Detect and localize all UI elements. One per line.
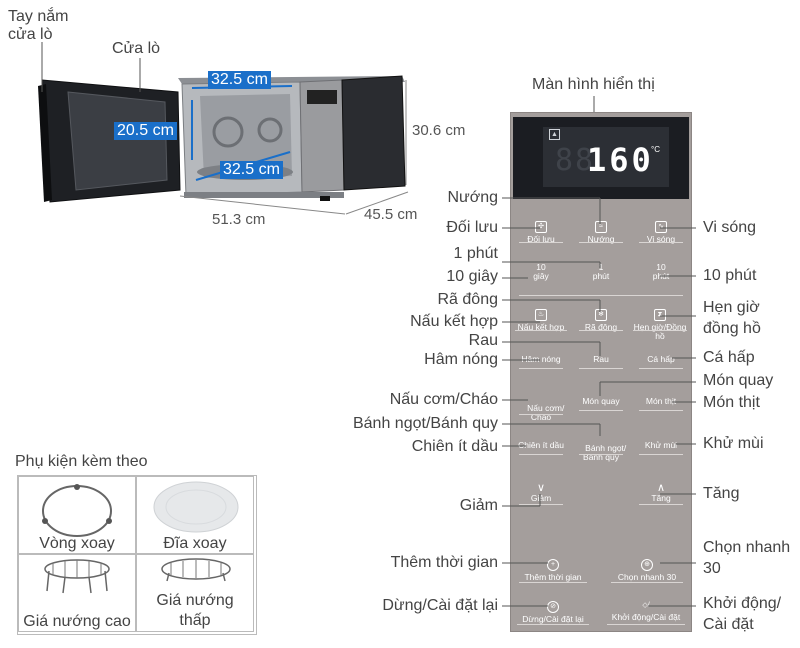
control-panel: ▲ 88 160 °C ✣ Đối lưu ≈ Nướng ∿ Vi sóng …: [510, 112, 692, 632]
btn-chien-it-dau[interactable]: Chiên ít dầu: [515, 441, 567, 455]
low-rack-icon: [161, 558, 231, 582]
accessories-grid: Vòng xoay Đĩa xoay Giá nướng cao Giá nướ…: [17, 475, 257, 635]
btn-giam[interactable]: ∨ Giảm: [515, 483, 567, 505]
wave-icon: ∿: [655, 221, 667, 233]
btn-nuong[interactable]: ≈ Nướng: [575, 221, 627, 244]
label-ca-hap: Cá hấp: [703, 349, 755, 366]
btn-tang[interactable]: ∧ Tăng: [635, 483, 687, 505]
quick-start-icon: ⊕: [641, 559, 653, 571]
label-chon-nhanh: Chọn nhanh 30: [703, 539, 791, 577]
grill-icon: ≈: [595, 221, 607, 233]
btn-nau-ket-hop[interactable]: ♨ Nấu kết hợp: [511, 309, 571, 332]
dim-outer-depth: 45.5 cm: [364, 206, 418, 223]
turntable-icon: [153, 481, 239, 533]
label-chien-it-dau: Chiên ít dầu: [411, 438, 498, 455]
label-nuong: Nướng: [447, 189, 498, 206]
accessory-low-rack: Giá nướng thấp: [136, 554, 254, 632]
display-screen: ▲ 88 160 °C: [513, 117, 689, 199]
label-dung: Dừng/Cài đặt lại: [382, 597, 498, 614]
display-icon: ▲: [549, 129, 560, 140]
btn-hen-gio[interactable]: ⧗ Hẹn giờ/Đồng hồ: [633, 309, 687, 341]
label-ra-dong: Rã đông: [437, 291, 499, 308]
btn-ham-nong[interactable]: Hâm nóng: [515, 355, 567, 369]
label-ham-nong: Hâm nóng: [424, 351, 498, 368]
chevron-up-icon: ∧: [656, 482, 666, 494]
dim-inner-width: 32.5 cm: [208, 71, 271, 89]
btn-mon-thit[interactable]: Món thịt: [635, 397, 687, 411]
chevron-down-icon: ∨: [536, 482, 546, 494]
btn-khu-mui[interactable]: Khử mùi: [635, 441, 687, 455]
dim-inner-depth: 32.5 cm: [220, 161, 283, 179]
btn-them-thoi-gian[interactable]: + Thêm thời gian: [515, 559, 591, 583]
display-label: Màn hình hiển thị: [532, 76, 655, 93]
door-window: [67, 91, 168, 191]
fan-icon: ✣: [535, 221, 547, 233]
btn-nau-com[interactable]: Nấu cơm/ Cháo: [515, 395, 567, 422]
door-label: Cửa lò: [112, 40, 161, 57]
defrost-icon: ❄: [595, 309, 607, 321]
label-nau-ket-hop: Nấu kết hợp: [410, 313, 498, 330]
label-giam: Giảm: [459, 497, 498, 514]
label-khu-mui: Khử mùi: [703, 435, 764, 452]
label-hen-gio: Hẹn giờ đồng hồ: [703, 299, 761, 337]
label-1-phut: 1 phút: [453, 245, 498, 262]
label-them-thoi-gian: Thêm thời gian: [390, 554, 498, 571]
btn-ra-dong[interactable]: ❄ Rã đông: [575, 309, 627, 332]
btn-khoi-dong[interactable]: ◇/ Khởi động/Cài đặt: [603, 601, 689, 625]
display-value: 160: [587, 141, 654, 179]
btn-mon-quay[interactable]: Món quay: [575, 397, 627, 411]
label-vi-song: Vi sóng: [703, 219, 757, 236]
door-handle: [38, 84, 52, 202]
accessory-label: Giá nướng cao: [23, 613, 131, 630]
oven-side: [341, 75, 406, 191]
btn-doi-luu[interactable]: ✣ Đối lưu: [515, 221, 567, 244]
chef-hat-icon: ♨: [535, 309, 547, 321]
cavity-fan: [212, 116, 244, 148]
add-time-icon: +: [547, 559, 559, 571]
label-10-giay: 10 giây: [446, 268, 498, 285]
btn-1-phut[interactable]: 1 phút: [592, 262, 610, 281]
accessory-label: Giá nướng thấp: [156, 592, 234, 629]
cavity-back: [200, 94, 292, 178]
high-rack-icon: [44, 559, 110, 594]
btn-dung[interactable]: ⊘ Dừng/Cài đặt lại: [513, 601, 593, 625]
accessory-turntable: Đĩa xoay: [136, 476, 254, 554]
display-unit: °C: [651, 145, 660, 154]
hourglass-icon: ⧗: [654, 309, 666, 321]
label-tang: Tăng: [703, 485, 740, 502]
stop-icon: ⊘: [547, 601, 559, 613]
label-mon-thit: Món thịt: [703, 394, 760, 411]
btn-rau[interactable]: Rau: [575, 355, 627, 369]
dim-outer-width: 51.3 cm: [212, 211, 266, 228]
label-khoi-dong: Khởi động/ Cài đặt: [703, 595, 782, 633]
label-nau-com: Nấu cơm/Cháo: [389, 391, 498, 408]
btn-10-giay[interactable]: 10 giây: [533, 262, 549, 281]
accessory-high-rack: Giá nướng cao: [18, 554, 136, 632]
dim-inner-height: 20.5 cm: [114, 122, 177, 140]
btn-chon-nhanh[interactable]: ⊕ Chọn nhanh 30: [607, 559, 687, 583]
label-doi-luu: Đối lưu: [446, 219, 498, 236]
btn-ca-hap[interactable]: Cá hấp: [635, 355, 687, 369]
btn-banh-ngot[interactable]: Bánh ngọt/ Bánh quy: [575, 435, 627, 462]
handle-label: Tay nắm cửa lò: [8, 8, 69, 43]
accessories-title: Phụ kiện kèm theo: [15, 453, 148, 470]
label-mon-quay: Món quay: [703, 372, 774, 389]
label-rau: Rau: [468, 332, 498, 349]
accessory-label: Đĩa xoay: [163, 535, 227, 552]
dim-outer-height: 30.6 cm: [412, 122, 466, 139]
btn-vi-song[interactable]: ∿ Vi sóng: [635, 221, 687, 244]
accessory-label: Vòng xoay: [39, 535, 115, 552]
start-icon: ◇/: [642, 602, 650, 609]
label-banh-ngot: Bánh ngọt/Bánh quy: [352, 415, 498, 432]
accessory-roller-ring: Vòng xoay: [18, 476, 136, 554]
label-10-phut: 10 phút: [703, 267, 757, 284]
roller-ring-icon: [42, 484, 112, 537]
